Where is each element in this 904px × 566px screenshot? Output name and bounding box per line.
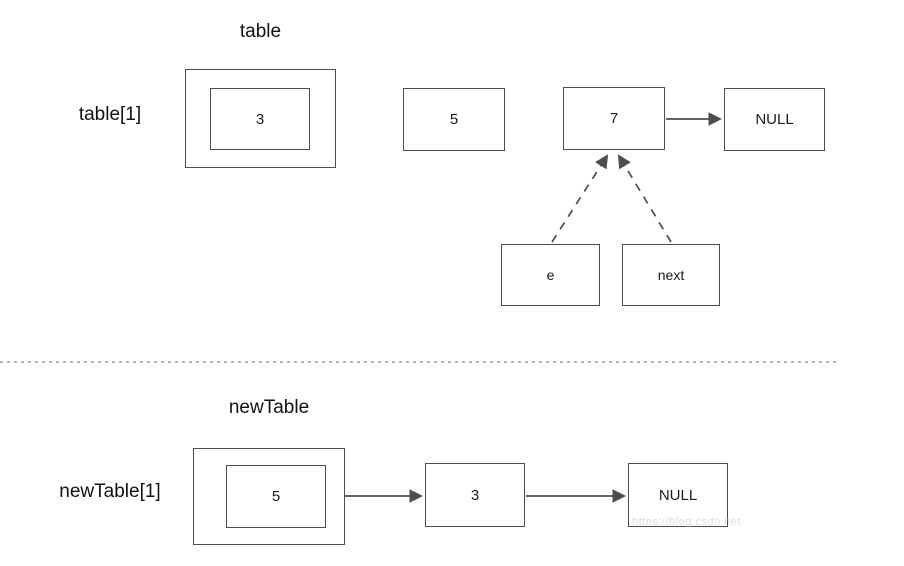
watermark-text: https://blog.csdn.net bbox=[632, 516, 741, 528]
node-7: 7 bbox=[563, 87, 665, 150]
dashed-arrow-next-to-7 bbox=[617, 154, 672, 243]
dashed-arrow-e-to-7 bbox=[551, 154, 609, 243]
pointer-box-next: next bbox=[622, 244, 720, 306]
null-node-bottom: NULL bbox=[628, 463, 728, 527]
node-5: 5 bbox=[403, 88, 505, 151]
null-node-top: NULL bbox=[724, 88, 825, 151]
table-row-label: table[1] bbox=[78, 104, 142, 125]
newtable-bucket-node-5: 5 bbox=[226, 465, 326, 528]
node-3-bottom: 3 bbox=[425, 463, 525, 527]
newtable-row-label: newTable[1] bbox=[59, 481, 161, 502]
table-bucket-node-3: 3 bbox=[210, 88, 310, 150]
newtable-title: newTable bbox=[228, 397, 310, 418]
pointer-box-e: e bbox=[501, 244, 600, 306]
table-title: table bbox=[239, 21, 282, 42]
